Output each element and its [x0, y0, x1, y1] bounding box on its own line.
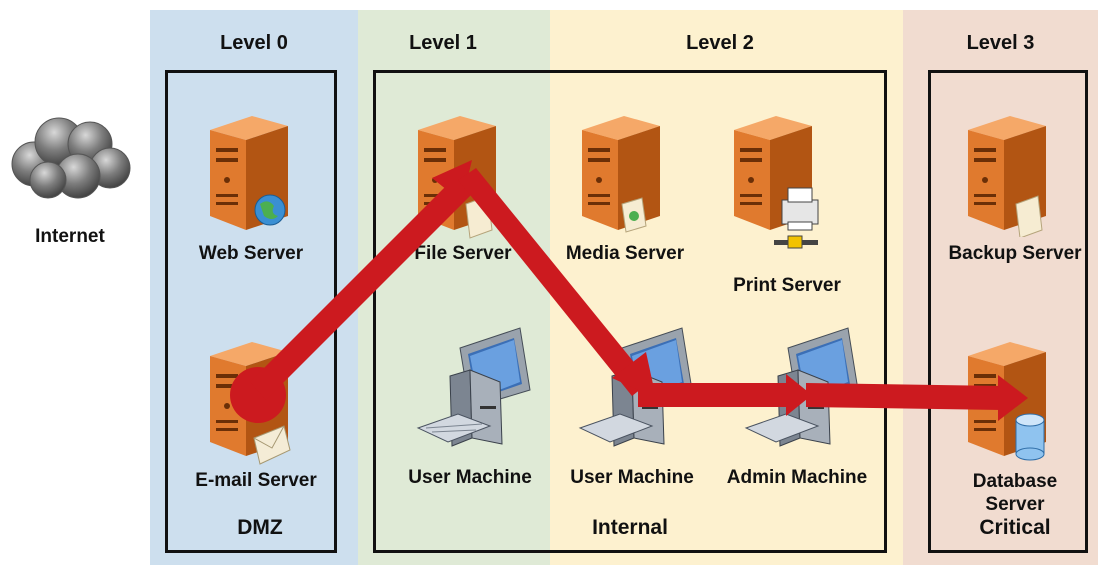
email-server-icon — [200, 338, 295, 473]
backup-server-icon — [958, 112, 1053, 242]
critical-zone — [928, 70, 1088, 553]
internet-label: Internet — [35, 226, 105, 247]
user-machine-1-label: User Machine — [408, 467, 532, 488]
media-server-icon — [572, 112, 667, 242]
level-0-label: Level 0 — [220, 32, 288, 54]
media-server-label: Media Server — [565, 243, 685, 264]
level-1-label: Level 1 — [409, 32, 477, 54]
web-server-icon — [200, 112, 295, 239]
dmz-label: DMZ — [237, 516, 283, 539]
internal-label: Internal — [592, 516, 668, 539]
user-machine-2-icon — [572, 320, 712, 465]
email-server-label: E-mail Server — [195, 470, 317, 491]
print-server-label: Print Server — [733, 275, 841, 296]
admin-machine-icon — [738, 320, 878, 465]
admin-machine-label: Admin Machine — [726, 467, 868, 488]
backup-server-label: Backup Server — [948, 243, 1082, 264]
level-3-label: Level 3 — [966, 32, 1035, 54]
file-server-icon — [408, 112, 503, 247]
web-server-label: Web Server — [198, 243, 304, 264]
database-server-icon — [958, 338, 1053, 468]
level-2-label: Level 2 — [686, 32, 754, 54]
internet-cloud-icon — [4, 112, 136, 209]
critical-label: Critical — [979, 516, 1051, 539]
print-server-icon — [724, 112, 834, 267]
level-3-band — [903, 10, 1098, 565]
database-server-label: Database Server — [972, 471, 1058, 515]
file-server-label: File Server — [414, 243, 512, 264]
user-machine-1-icon — [410, 320, 550, 465]
user-machine-2-label: User Machine — [570, 467, 694, 488]
